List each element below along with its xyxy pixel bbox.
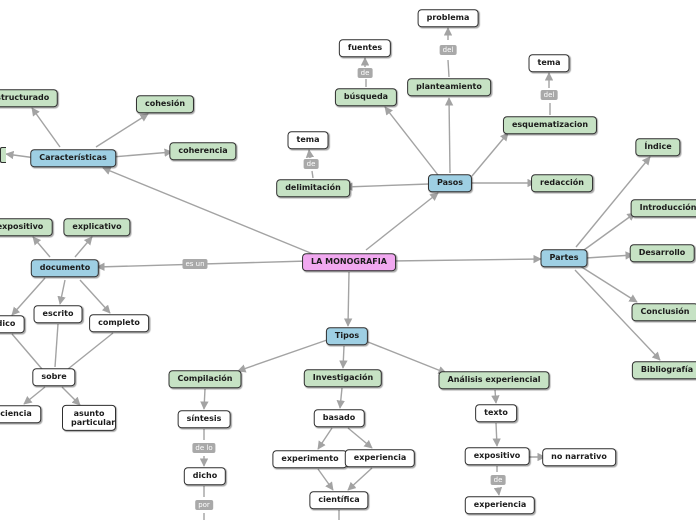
node-problema[interactable]: problema <box>417 9 479 27</box>
node-pasos[interactable]: Pasos <box>427 174 473 192</box>
connector-line <box>54 323 59 368</box>
node-expositivo-bottom[interactable]: expositivo <box>464 447 530 465</box>
node-tema-esquematizacion[interactable]: tema <box>528 54 570 72</box>
node-indice[interactable]: Índice <box>635 138 681 156</box>
connector-line <box>583 212 636 251</box>
connector-line <box>493 486 503 496</box>
connector-line <box>336 387 345 409</box>
connector-line <box>200 388 209 410</box>
node-expositivo-top[interactable]: expositivo <box>0 218 53 236</box>
node-redaccion[interactable]: redacción <box>531 174 593 192</box>
connector-line <box>11 277 46 316</box>
node-busqueda[interactable]: búsqueda <box>334 88 398 106</box>
connector-line <box>31 107 61 148</box>
connector-line <box>305 149 315 159</box>
node-explicativo[interactable]: explicativo <box>63 218 131 236</box>
connector-line <box>61 386 81 406</box>
link-label-por: por <box>195 500 213 510</box>
connector-line <box>384 106 439 176</box>
connector-line <box>444 97 454 174</box>
node-coherencia[interactable]: coherencia <box>169 142 237 160</box>
node-fuentes[interactable]: fuentes <box>338 39 392 57</box>
connector-line <box>339 345 348 369</box>
link-label-es-un: es un <box>182 259 208 269</box>
connector-line <box>344 182 430 191</box>
connector-line <box>317 427 333 450</box>
connector-line <box>390 254 542 264</box>
node-sobre[interactable]: sobre <box>32 368 76 386</box>
link-label-del-tema: del <box>540 90 558 100</box>
node-introduccion[interactable]: Introducción <box>630 199 696 217</box>
connector-line <box>67 332 114 370</box>
node-planteamiento[interactable]: planteamiento <box>407 78 491 96</box>
node-cientifica[interactable]: científica <box>309 491 369 509</box>
node-tipos[interactable]: Tipos <box>325 327 369 345</box>
connector-line <box>317 468 334 491</box>
node-ciencia[interactable]: ciencia <box>0 405 41 423</box>
node-conclusion[interactable]: Conclusión <box>631 303 696 321</box>
node-delimitacion[interactable]: delimitación <box>276 179 350 197</box>
node-asunto-particular[interactable]: asunto particular <box>62 404 116 432</box>
node-esquematizacion[interactable]: esquematizacion <box>502 116 598 134</box>
node-estructurado[interactable]: estructurado <box>0 89 59 107</box>
node-escrito[interactable]: escrito <box>33 305 83 323</box>
node-texto[interactable]: texto <box>475 404 517 422</box>
link-label-de-tema: de <box>303 159 319 169</box>
connector-line <box>347 427 373 449</box>
connector-line <box>471 132 509 177</box>
node-caracteristicas[interactable]: Características <box>30 149 116 167</box>
connector-line <box>95 113 149 148</box>
node-experiencia-investigacion[interactable]: experiencia <box>344 449 416 467</box>
node-partes[interactable]: Partes <box>540 249 588 267</box>
node-basado[interactable]: basado <box>313 409 365 427</box>
connector-line <box>491 389 500 404</box>
connector-line <box>492 422 501 447</box>
link-label-de-experiencia: de <box>490 475 506 485</box>
connector-line <box>32 236 51 258</box>
node-completo[interactable]: completo <box>89 314 149 332</box>
link-label-de-lo: de lo <box>192 443 216 453</box>
connector-line <box>343 271 353 327</box>
node-analisis-experiencial[interactable]: Análisis experiencial <box>438 371 550 389</box>
node-investigacion[interactable]: Investigación <box>303 369 383 387</box>
connector-line <box>311 170 314 179</box>
connector-line <box>11 333 43 370</box>
connector-line <box>447 59 450 78</box>
node-la-monografia[interactable]: LA MONOGRAFIA <box>302 253 396 271</box>
connector-line <box>367 341 447 375</box>
connector-line <box>365 192 439 251</box>
link-label-de-fuentes: de <box>357 68 373 78</box>
connector-line <box>347 467 373 491</box>
node-offscreen-stub <box>0 147 6 163</box>
node-cohesion[interactable]: cohesión <box>135 95 195 113</box>
node-tema-delimitacion[interactable]: tema <box>287 131 329 149</box>
node-sintesis[interactable]: síntesis <box>177 410 231 428</box>
connector-line <box>74 236 93 258</box>
connector-line <box>102 166 314 255</box>
node-compilacion[interactable]: Compilación <box>168 370 242 388</box>
node-experiencia-analisis[interactable]: experiencia <box>464 496 536 514</box>
connector-line <box>574 269 661 361</box>
connector-line <box>79 279 111 314</box>
node-dicho[interactable]: dicho <box>183 467 227 485</box>
node-no-narrativo[interactable]: no narrativo <box>542 448 616 466</box>
connector-line <box>111 148 173 158</box>
connector-line <box>57 279 66 305</box>
node-juridico[interactable]: dico <box>0 315 25 333</box>
connector-line <box>23 386 46 405</box>
connector-line <box>237 339 328 373</box>
connector-line <box>585 251 634 260</box>
node-experimento[interactable]: experimento <box>272 450 348 468</box>
connector-line <box>575 156 651 248</box>
link-label-del-problema: del <box>439 45 457 55</box>
node-documento[interactable]: documento <box>30 259 100 277</box>
node-desarrollo[interactable]: Desarrollo <box>629 244 695 262</box>
node-bibliografia[interactable]: Bibliografía <box>631 361 696 379</box>
connector-line <box>579 265 638 303</box>
